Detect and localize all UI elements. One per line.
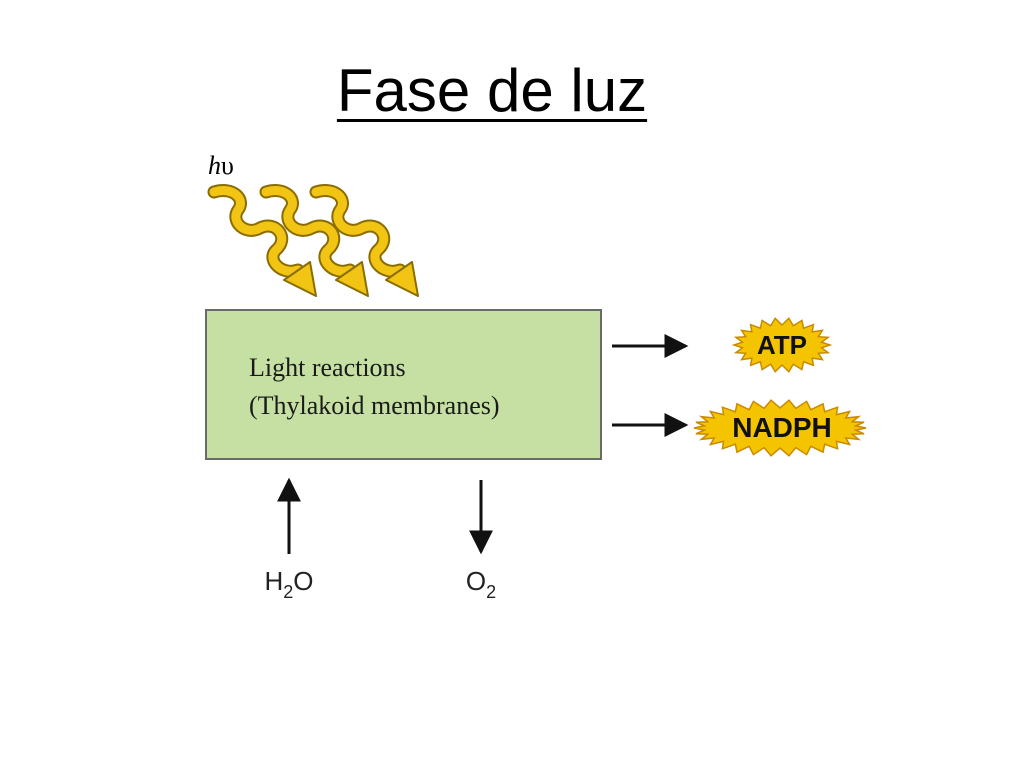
photon-label-nu: υ <box>221 151 234 180</box>
h2o-base: H <box>264 566 283 596</box>
atp-burst: ATP <box>731 317 833 373</box>
h2o-label: H2O <box>264 566 313 602</box>
slide-title: Fase de luz <box>336 57 648 124</box>
nadph-burst-shape <box>693 399 867 457</box>
atp-label: ATP <box>757 330 807 360</box>
o2-base: O <box>466 566 486 596</box>
light-wave-icons <box>207 184 419 297</box>
o2-subscript: 2 <box>486 582 496 602</box>
atp-burst-shape <box>731 317 833 373</box>
o2-label: O2 <box>466 566 496 602</box>
thylakoid-membranes-label: (Thylakoid membranes) <box>249 391 500 420</box>
h2o-subscript: 2 <box>283 582 293 602</box>
photon-label: hυ <box>208 151 234 180</box>
light-wave-icon <box>259 184 369 297</box>
nadph-label: NADPH <box>732 412 832 443</box>
light-reactions-label: Light reactions <box>249 353 406 382</box>
photon-label-h: h <box>208 151 221 180</box>
h2o-tail: O <box>293 566 313 596</box>
light-reactions-box <box>205 309 602 460</box>
light-wave-icon <box>309 184 419 297</box>
light-wave-icon <box>207 184 317 297</box>
nadph-burst: NADPH <box>693 399 867 457</box>
